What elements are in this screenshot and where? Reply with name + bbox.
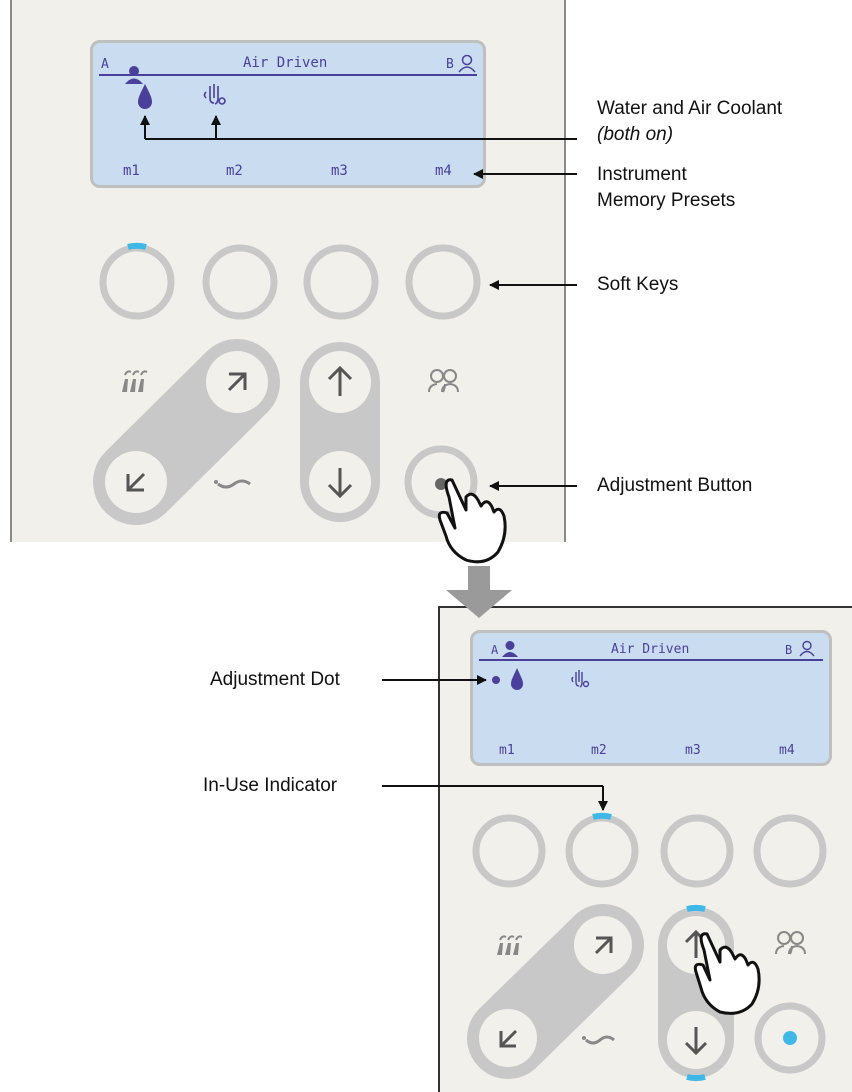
coolant-callout-line xyxy=(140,115,577,140)
profile-b-label: B xyxy=(785,643,793,657)
pointing-hand-icon xyxy=(437,478,507,564)
in-use-indicator-light xyxy=(686,904,706,912)
arrow-down-left-icon xyxy=(126,472,146,492)
soft-keys-callout-label: Soft Keys xyxy=(597,274,679,295)
preset-m4: m4 xyxy=(779,743,795,758)
pointing-hand-icon xyxy=(693,932,761,1015)
adjustment-button-dot xyxy=(435,478,447,490)
user-filled-icon xyxy=(502,641,518,657)
presets-callout-line2: Memory Presets xyxy=(597,190,736,211)
presets-callout-label: Instrument Memory Presets xyxy=(597,162,735,214)
arrow-down-icon xyxy=(684,1027,708,1056)
lcd-display-bottom: A Air Driven B m1 m2 m3 m4 xyxy=(470,630,832,766)
preset-m4: m4 xyxy=(435,163,452,179)
water-drop-icon xyxy=(511,668,523,690)
adjustment-dot-callout-label: Adjustment Dot xyxy=(210,669,340,690)
lcd-display-top: A Air Driven B m1 m2 m3 m4 xyxy=(90,40,486,188)
profile-a-label: A xyxy=(101,57,109,72)
soft-keys-bottom xyxy=(472,814,827,888)
soft-key-1[interactable] xyxy=(99,244,175,320)
soft-key-3[interactable] xyxy=(303,244,379,320)
soft-key-4[interactable] xyxy=(405,244,481,320)
profile-b-label: B xyxy=(446,57,454,72)
air-coolant-icon xyxy=(571,670,590,688)
user-outline-icon xyxy=(799,640,815,657)
in-use-indicator-light xyxy=(592,812,612,820)
preset-m2: m2 xyxy=(226,163,243,179)
profile-a-label: A xyxy=(491,643,499,657)
in-use-indicator-light xyxy=(127,242,147,250)
adjustment-button-light xyxy=(783,1031,797,1045)
arrow-down-left-icon xyxy=(499,1029,518,1048)
lcd-divider xyxy=(99,74,477,76)
soft-key-4[interactable] xyxy=(753,814,827,888)
wave-dot xyxy=(582,1036,586,1040)
soft-keys-top xyxy=(99,244,481,320)
air-coolant-icon xyxy=(203,84,226,105)
wave-icon xyxy=(585,1035,615,1045)
soft-key-2[interactable] xyxy=(565,814,639,888)
adjustment-dot xyxy=(492,676,500,684)
preset-m2: m2 xyxy=(591,743,607,758)
soft-key-1[interactable] xyxy=(472,814,546,888)
preset-m3: m3 xyxy=(685,743,701,758)
arrow-down-icon xyxy=(327,468,353,499)
arrow-up-icon xyxy=(327,365,353,396)
water-drop-icon xyxy=(138,84,152,109)
in-use-indicator-light xyxy=(686,1074,706,1082)
user-filled-icon xyxy=(125,66,143,84)
presets-callout-line1: Instrument xyxy=(597,164,687,185)
adjustment-button[interactable] xyxy=(754,1002,826,1074)
soft-key-3[interactable] xyxy=(660,814,734,888)
flow-arrow-icon xyxy=(446,566,512,618)
in-use-indicator-callout-line xyxy=(382,785,608,811)
arrow-up-right-icon xyxy=(227,372,247,392)
wave-icon xyxy=(217,479,251,489)
coolant-callout-note: (both on) xyxy=(597,124,674,145)
soft-key-2[interactable] xyxy=(202,244,278,320)
adjustment-button-callout-label: Adjustment Button xyxy=(597,475,753,496)
preset-m1: m1 xyxy=(123,163,140,179)
preset-m3: m3 xyxy=(331,163,348,179)
users-icon xyxy=(775,931,806,955)
lcd-divider xyxy=(479,659,823,661)
users-icon xyxy=(428,369,459,393)
user-outline-icon xyxy=(458,54,476,73)
arrow-up-right-icon xyxy=(594,936,613,955)
coolant-callout-title: Water and Air Coolant xyxy=(597,98,783,119)
mode-label: Air Driven xyxy=(611,642,690,657)
coolant-callout-label: Water and Air Coolant (both on) xyxy=(597,96,782,148)
mode-label: Air Driven xyxy=(243,55,328,71)
in-use-indicator-callout-label: In-Use Indicator xyxy=(203,775,338,796)
preset-m1: m1 xyxy=(499,743,515,758)
wave-dot xyxy=(214,480,218,484)
handpieces-icon xyxy=(497,935,523,955)
handpieces-icon xyxy=(122,370,148,392)
